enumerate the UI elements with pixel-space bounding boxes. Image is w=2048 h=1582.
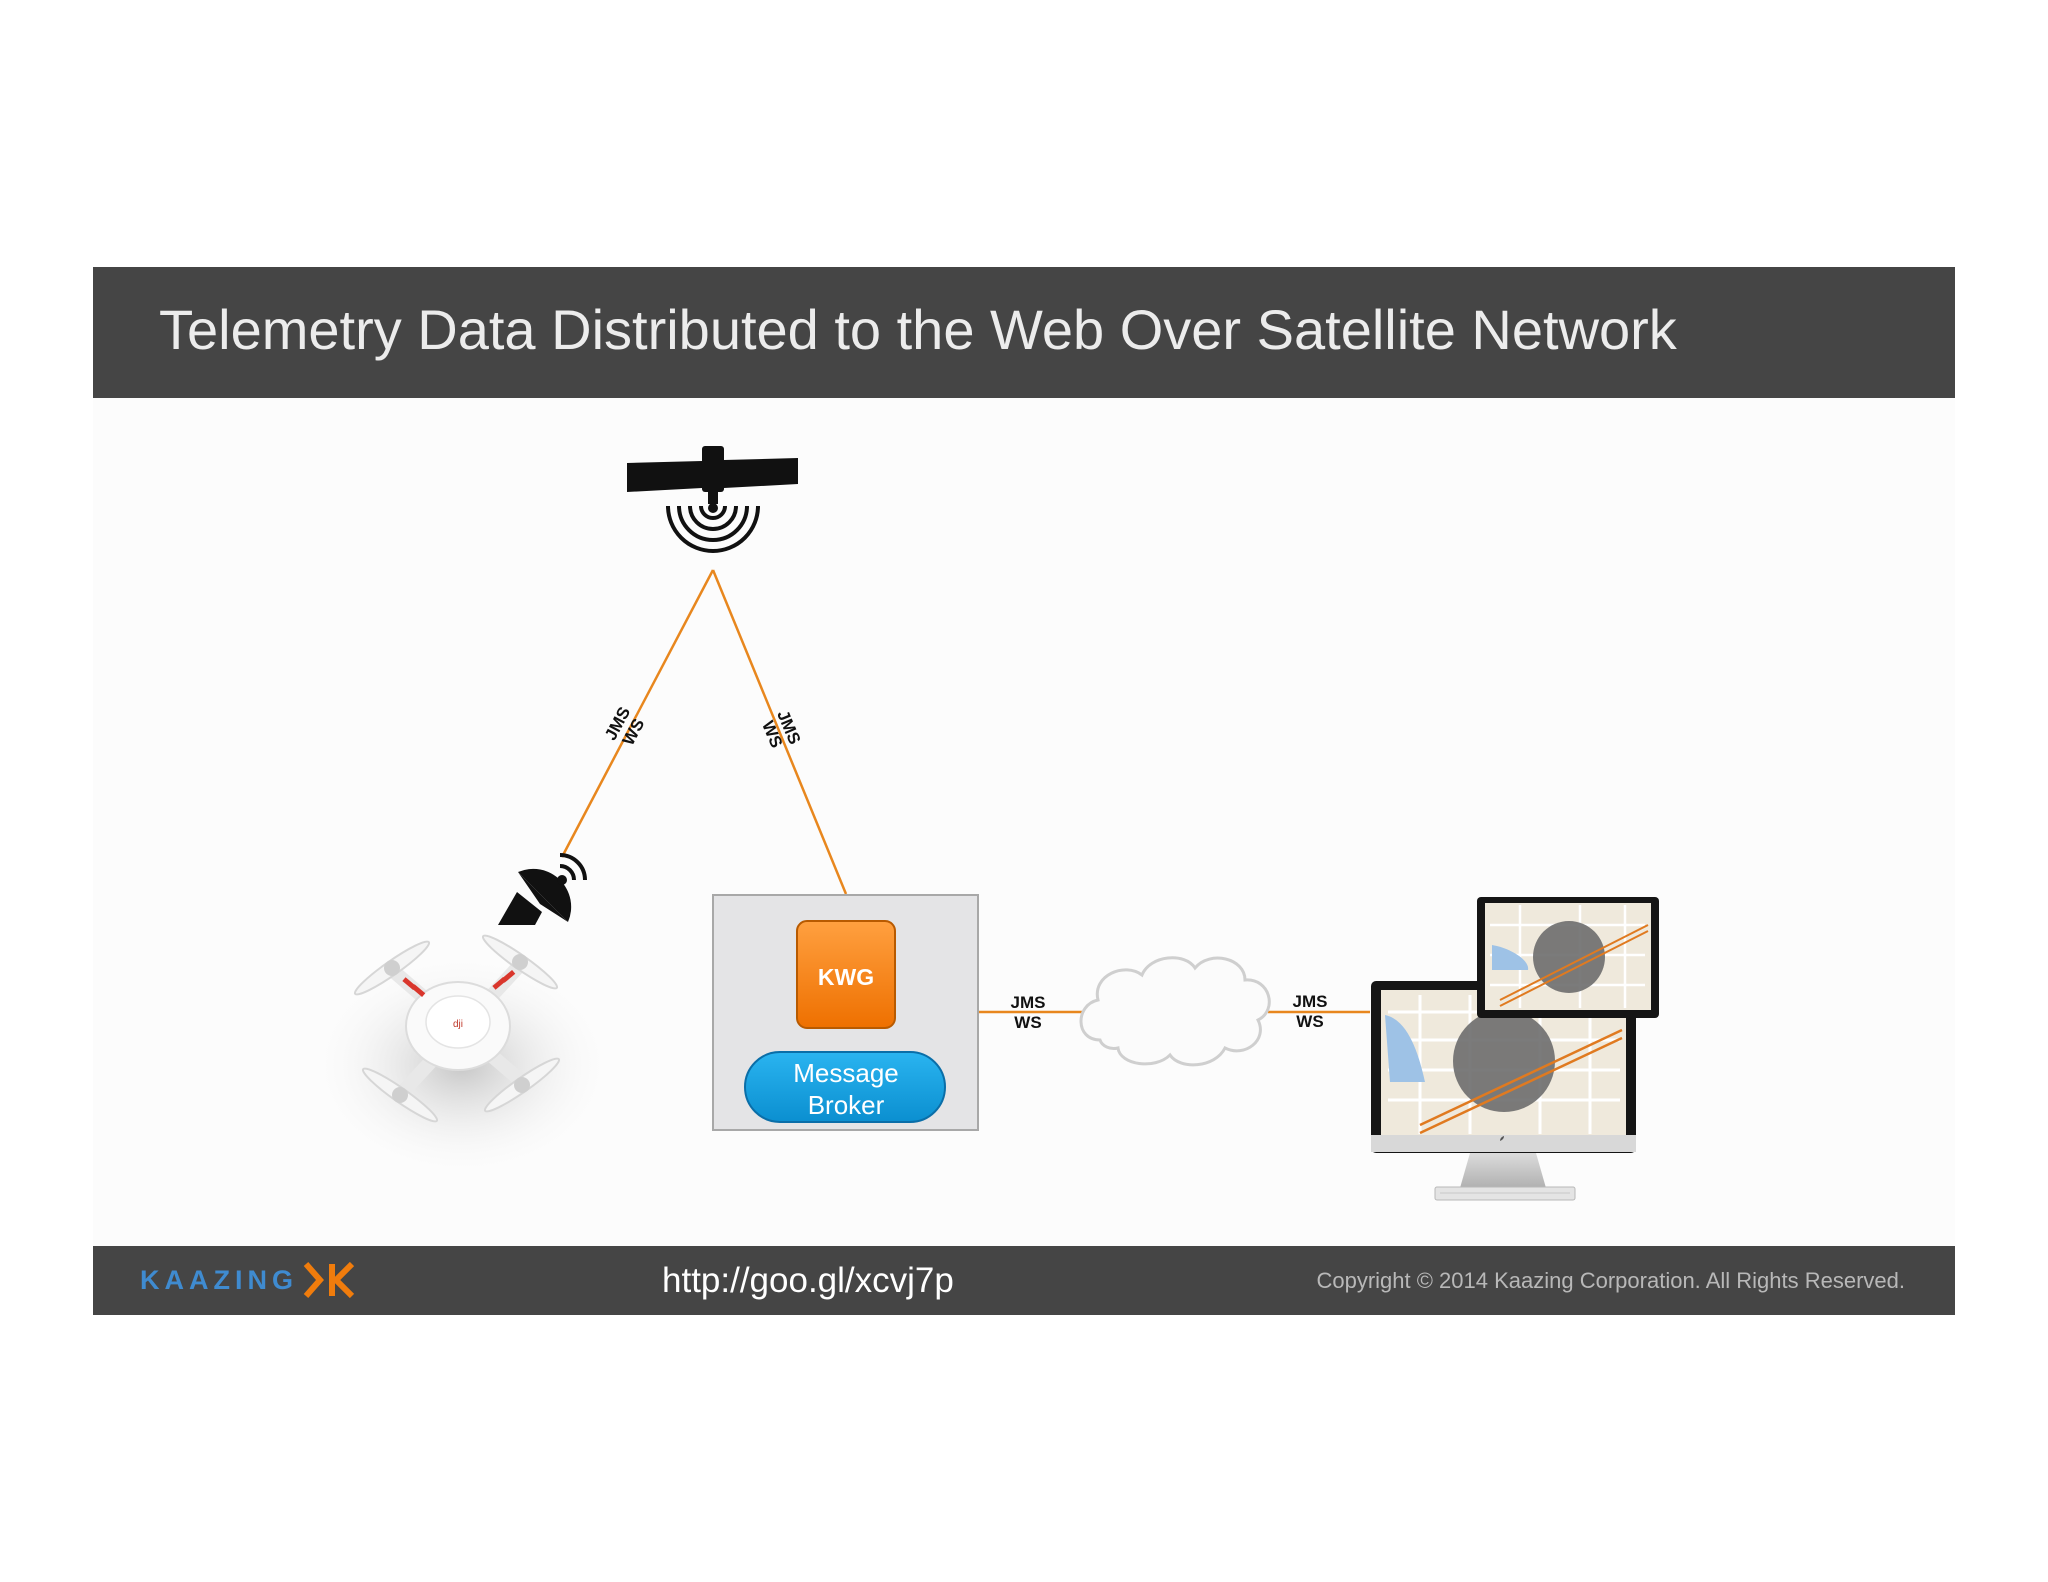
link-drone-satellite	[560, 569, 715, 858]
footer-copyright: Copyright © 2014 Kaazing Corporation. Al…	[1316, 1268, 1905, 1293]
link-satellite-server	[711, 569, 848, 895]
footer-bar: KAAZING http://goo.gl/xcvj7p Copyright ©…	[93, 1246, 1955, 1315]
link-label-protocol: WS	[1014, 1013, 1041, 1032]
logo-text: KAAZING	[140, 1264, 298, 1295]
kaazing-logo-mark-icon	[303, 1262, 355, 1298]
link-label-protocol: JMS	[1293, 992, 1328, 1011]
quadcopter-drone-icon: dji	[307, 934, 617, 1180]
message-broker: Message Broker	[744, 1051, 946, 1123]
link-label-server-cloud: JMS WS	[1011, 993, 1046, 1032]
link-label-protocol: JMS	[1011, 993, 1046, 1012]
kwg-box: KWG	[796, 920, 896, 1029]
link-label-drone-satellite: JMS WS	[601, 704, 648, 749]
kwg-label: KWG	[818, 964, 874, 990]
slide-title: Telemetry Data Distributed to the Web Ov…	[159, 298, 1677, 361]
title-bar: Telemetry Data Distributed to the Web Ov…	[93, 267, 1955, 398]
satellite-dish-icon	[498, 853, 587, 925]
broker-label: Message	[793, 1058, 899, 1088]
cloud-icon	[1079, 956, 1271, 1067]
kaazing-logo: KAAZING	[140, 1260, 356, 1300]
tablet-icon	[1477, 897, 1659, 1018]
broker-label: Broker	[808, 1090, 885, 1120]
link-label-protocol: WS	[1296, 1012, 1323, 1031]
satellite-icon	[627, 446, 798, 553]
svg-text:dji: dji	[453, 1019, 463, 1030]
link-lines	[560, 569, 1370, 1014]
link-label-satellite-server: JMS WS	[758, 707, 804, 750]
link-label-cloud-clients: JMS WS	[1293, 992, 1328, 1031]
footer-url-link[interactable]: http://goo.gl/xcvj7p	[662, 1261, 954, 1300]
